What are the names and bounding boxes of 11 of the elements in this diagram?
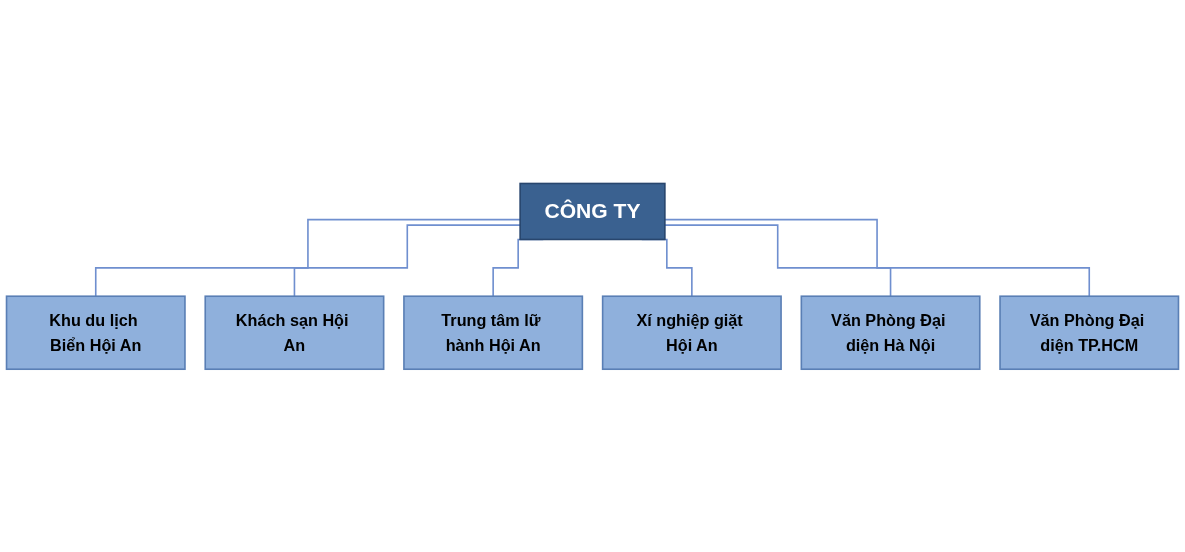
node-box: Trung tâm lữ hành Hội An: [403, 295, 584, 370]
node-box: Văn Phòng Đại diện TP.HCM: [999, 295, 1180, 370]
node-box: Xí nghiệp giặt Hội An: [601, 295, 782, 370]
connector: [664, 224, 892, 297]
node-box: Khách sạn Hội An: [204, 295, 385, 370]
node-box: Văn Phòng Đại diện Hà Nội: [800, 295, 981, 370]
connector: [664, 218, 1091, 297]
node-box: CÔNG TY: [519, 182, 666, 240]
connector: [94, 218, 521, 297]
connector: [293, 224, 521, 297]
node-box: Khu du lịch Biển Hội An: [5, 295, 186, 370]
